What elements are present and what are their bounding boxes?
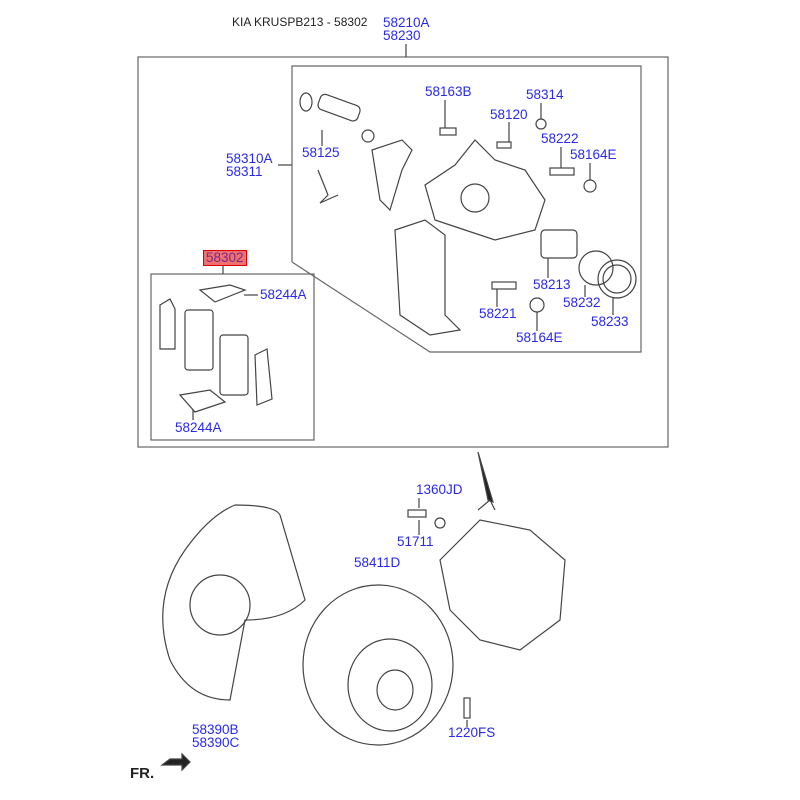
part-label-58125[interactable]: 58125 [302,145,340,160]
caliper-assembly-frame [137,56,669,448]
part-label-58164E[interactable]: 58164E [570,147,617,162]
brake-disc-drawing [302,584,454,746]
part-label-1360JD[interactable]: 1360JD [416,482,463,497]
pad-kit-frame [150,273,315,441]
caliper-detail-frame [291,65,642,353]
part-label-58411D[interactable]: 58411D [354,555,401,570]
part-label-58244A[interactable]: 58244A [260,287,307,302]
part-label-58233[interactable]: 58233 [591,314,629,329]
part-label-58230[interactable]: 58230 [383,28,421,43]
part-label-58213[interactable]: 58213 [533,277,571,292]
part-label-1220FS[interactable]: 1220FS [448,725,496,740]
diagram-title: KIA KRUSPB213 - 58302 [232,15,368,29]
part-label-58302-highlighted[interactable]: 58302 [203,250,247,266]
part-label-58222[interactable]: 58222 [541,131,579,146]
part-label-58390C[interactable]: 58390C [192,735,240,750]
part-label-58311[interactable]: 58311 [226,164,263,179]
part-label-58232[interactable]: 58232 [563,295,601,310]
part-label-58210A[interactable]: 58210A [383,15,430,30]
part-label-58120[interactable]: 58120 [490,107,528,122]
part-label-58163B[interactable]: 58163B [425,84,472,99]
part-label-58164E[interactable]: 58164E [516,330,563,345]
part-label-58314[interactable]: 58314 [526,87,564,102]
part-label-58221[interactable]: 58221 [479,306,517,321]
part-label-51711[interactable]: 51711 [397,534,434,549]
part-label-58390B[interactable]: 58390B [192,722,239,737]
front-direction-label: FR. [130,765,155,782]
part-label-58244A[interactable]: 58244A [175,420,222,435]
part-label-58310A[interactable]: 58310A [226,151,273,166]
dust-shield-drawing [162,504,306,701]
